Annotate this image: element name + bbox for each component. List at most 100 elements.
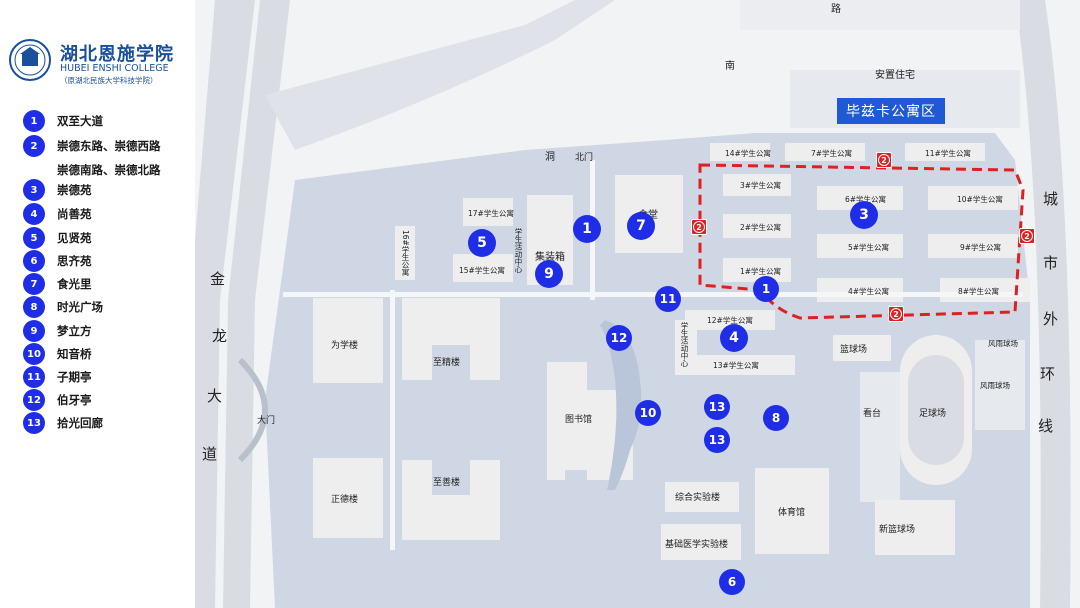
legend-label: 知音桥 [57,347,92,361]
dorm-4-label: 4#学生公寓 [848,287,890,296]
legend-label: 崇德东路、崇德西路 [57,139,161,153]
dorm-2-label: 2#学生公寓 [740,223,782,232]
legend-number: 9 [23,320,45,342]
road-tag-number: 2 [1021,230,1033,242]
legend-label: 食光里 [57,277,92,291]
legend-number: 3 [23,179,45,201]
jinlong-road-char-2: 龙 [212,327,228,345]
marker-1-dorm[interactable]: 1 [753,276,779,302]
jinlong-road-char-1: 金 [210,270,226,288]
rain-court-label-1: 风雨球场 [988,339,1018,348]
road-tag-number: 2 [890,308,902,320]
zhishan-building-label: 至善楼 [433,478,461,488]
marker-5[interactable]: 5 [468,229,496,257]
student-center-label-1: 学生活动中心 [514,228,523,273]
dorm-6-label: 6#学生公寓 [845,195,887,204]
road-label-south: 南 [725,61,735,72]
bizika-apartment-banner: 毕兹卡公寓区 [837,98,945,124]
marker-6[interactable]: 6 [719,569,745,595]
dorm-8-label: 8#学生公寓 [958,287,1000,296]
legend-number: 7 [23,273,45,295]
resettlement-housing-label: 安置住宅 [875,70,915,81]
ring-road-char-1: 城 [1043,190,1059,208]
legend-label: 拾光回廊 [57,416,103,430]
ring-road-char-5: 线 [1038,417,1054,435]
road-tag-number: 2 [878,154,890,166]
legend-label: 尚善苑 [57,207,92,221]
legend-panel: 湖北恩施学院 HUBEI ENSHI COLLEGE （原湖北民族大学科技学院）… [0,0,200,608]
road-tag-number: 2 [693,221,705,233]
jinlong-road-char-3: 大 [207,387,223,405]
legend-number: 1 [23,110,45,132]
dorm-17-label: 17#学生公寓 [468,209,514,218]
legend-number: 10 [23,343,45,365]
marker-11[interactable]: 11 [655,286,681,312]
legend-label: 双至大道 [57,114,103,128]
dorm-16-label: 16#学生公寓 [401,230,410,276]
library-label: 图书馆 [565,415,593,425]
dorm-14-label: 14#学生公寓 [725,149,771,158]
legend-label-2b: 崇德南路、崇德北路 [57,163,161,177]
road-label-dong: 洞 [545,152,555,163]
new-basketball-court-label: 新篮球场 [879,525,916,535]
road-tag-2-south[interactable]: 2 [888,306,904,322]
legend-number: 2 [23,135,45,157]
marker-9[interactable]: 9 [535,260,563,288]
legend-number: 11 [23,366,45,388]
legend-label: 崇德苑 [57,183,92,197]
basic-medical-lab-label: 基础医学实验楼 [665,540,729,550]
college-former-name: （原湖北民族大学科技学院） [60,76,158,85]
legend-number: 5 [23,227,45,249]
road-label-top: 路 [831,4,841,15]
marker-4[interactable]: 4 [720,324,748,352]
marker-8[interactable]: 8 [763,405,789,431]
ring-road-char-3: 外 [1043,310,1059,328]
dorm-7-label: 7#学生公寓 [811,149,853,158]
north-gate-label: 北门 [575,153,594,163]
zhengde-building-label: 正德楼 [331,495,359,505]
main-gate-label: 大门 [257,416,276,426]
marker-12[interactable]: 12 [606,325,632,351]
football-field-label: 足球场 [919,409,947,419]
dorm-1-label: 1#学生公寓 [740,267,782,276]
legend-label: 子期亭 [57,370,92,384]
legend-label: 伯牙亭 [57,393,92,407]
weixue-building-label: 为学楼 [331,341,359,351]
legend-number: 4 [23,203,45,225]
college-logo-icon [9,39,51,81]
dorm-10-label: 10#学生公寓 [957,195,1003,204]
stand-label: 看台 [863,409,882,419]
jinlong-road-char-4: 道 [202,445,218,463]
road-tag-2-north[interactable]: 2 [876,152,892,168]
marker-7[interactable]: 7 [627,212,655,240]
legend-number: 6 [23,250,45,272]
legend-label: 思齐苑 [57,254,92,268]
dorm-11-label: 11#学生公寓 [925,149,971,158]
map-base-graphic [195,0,1080,608]
ring-road-char-2: 市 [1043,254,1059,272]
comprehensive-lab-label: 综合实验楼 [675,493,721,503]
road-tag-2-west[interactable]: 2 [691,219,707,235]
legend-label: 时光广场 [57,300,103,314]
marker-13-upper[interactable]: 13 [704,394,730,420]
student-center-label-2: 学生活动中心 [680,322,689,367]
legend-label: 梦立方 [57,324,92,338]
container-label: 集装箱 [535,252,565,263]
college-name-cn: 湖北恩施学院 [60,44,174,65]
legend-label: 见贤苑 [57,231,92,245]
marker-3[interactable]: 3 [850,201,878,229]
dorm-9-label: 9#学生公寓 [960,243,1002,252]
legend-number: 8 [23,296,45,318]
campus-map: 路 南 洞 安置住宅 毕兹卡公寓区 金 龙 大 道 城 市 外 环 线 北门 大… [195,0,1080,608]
marker-13-lower[interactable]: 13 [704,427,730,453]
dorm-13-label: 13#学生公寓 [713,361,759,370]
marker-1-north[interactable]: 1 [573,215,601,243]
dorm-3-label: 3#学生公寓 [740,181,782,190]
legend-number: 12 [23,389,45,411]
zhijing-building-label: 至精楼 [433,358,461,368]
legend-number: 13 [23,412,45,434]
gymnasium-label: 体育馆 [778,508,806,518]
marker-10[interactable]: 10 [635,400,661,426]
road-tag-2-east[interactable]: 2 [1019,228,1035,244]
